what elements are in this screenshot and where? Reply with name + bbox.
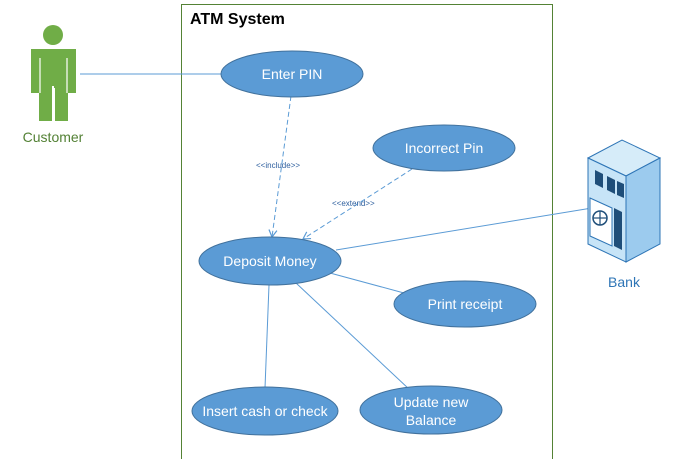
- use-case-deposit-money[interactable]: Deposit Money: [198, 236, 342, 286]
- system-boundary: [181, 4, 553, 459]
- use-case-update-balance[interactable]: Update new Balance: [359, 385, 503, 435]
- use-case-deposit-money-label: Deposit Money: [223, 253, 316, 269]
- extend-label: <<extend>>: [332, 199, 375, 208]
- include-label: <<include>>: [256, 161, 300, 170]
- association-deposit-bank: [335, 207, 593, 251]
- use-case-print-receipt[interactable]: Print receipt: [393, 280, 537, 328]
- system-title: ATM System: [190, 11, 285, 28]
- use-case-insert-cash[interactable]: Insert cash or check: [191, 386, 339, 436]
- customer-label: Customer: [23, 129, 84, 145]
- customer-actor-icon[interactable]: [31, 25, 76, 121]
- association-deposit-update: [295, 282, 411, 391]
- association-deposit-insert: [264, 284, 270, 389]
- use-case-update-balance-label-1: Update new: [394, 394, 470, 410]
- extend-arrow: [301, 168, 413, 240]
- use-case-update-balance-label-2: Balance: [406, 412, 457, 428]
- use-case-incorrect-pin[interactable]: Incorrect Pin: [372, 124, 516, 172]
- use-case-incorrect-pin-label: Incorrect Pin: [405, 140, 484, 156]
- bank-building-icon[interactable]: [586, 139, 662, 263]
- bank-label: Bank: [608, 274, 641, 290]
- use-case-insert-cash-label: Insert cash or check: [202, 403, 328, 419]
- use-case-print-receipt-label: Print receipt: [428, 296, 503, 312]
- use-case-enter-pin-label: Enter PIN: [262, 66, 323, 82]
- use-case-enter-pin[interactable]: Enter PIN: [220, 50, 364, 98]
- association-deposit-print: [329, 272, 405, 294]
